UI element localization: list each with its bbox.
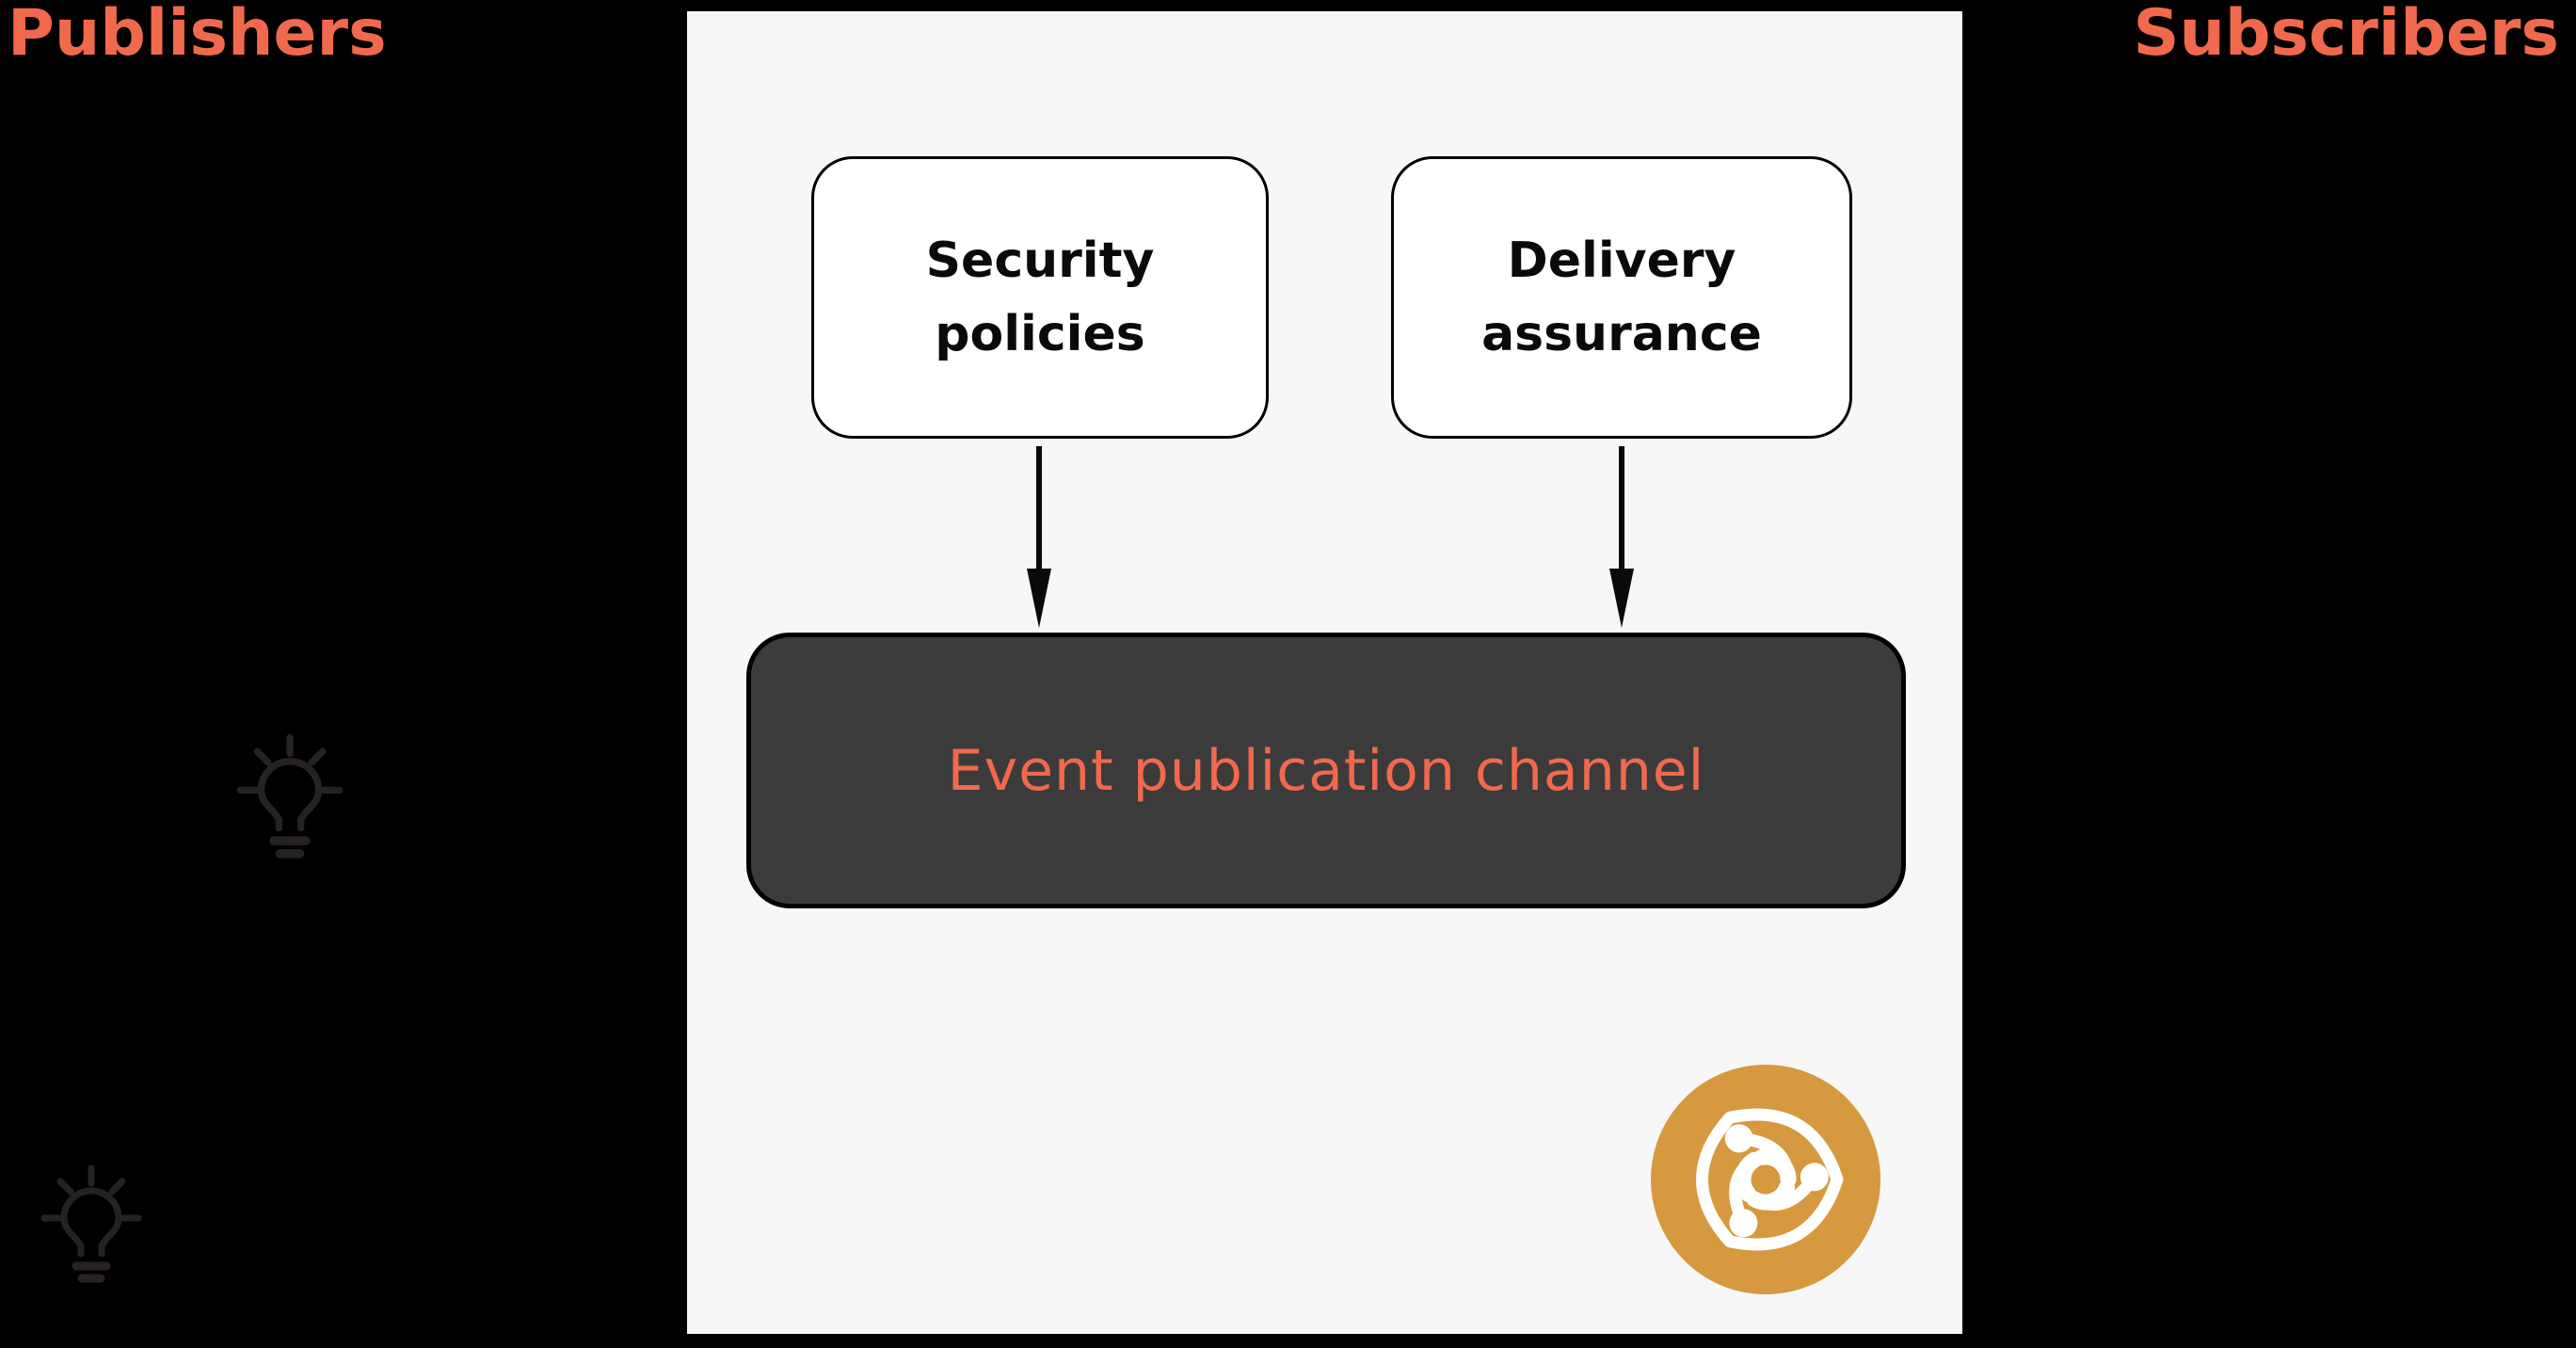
publishers-label: Publishers (8, 0, 387, 71)
delivery-assurance-label: Delivery assurance (1481, 233, 1762, 362)
lightbulb-icon (40, 1164, 142, 1283)
subscribers-label: Subscribers (2133, 0, 2560, 71)
security-policies-label: Security policies (925, 233, 1155, 362)
delivery-assurance-box: Delivery assurance (1391, 156, 1852, 439)
security-policies-box: Security policies (811, 156, 1269, 439)
arrow-down-from-security (1027, 446, 1051, 628)
channel-panel: Security policies Delivery assurance Eve… (687, 11, 1962, 1334)
event-publication-channel-label: Event publication channel (947, 737, 1705, 804)
lightbulb-icon (236, 733, 344, 859)
triskelion-swirl-logo-icon (1651, 1065, 1880, 1294)
arrow-down-from-delivery (1609, 446, 1634, 628)
event-publication-channel-box: Event publication channel (746, 633, 1906, 908)
